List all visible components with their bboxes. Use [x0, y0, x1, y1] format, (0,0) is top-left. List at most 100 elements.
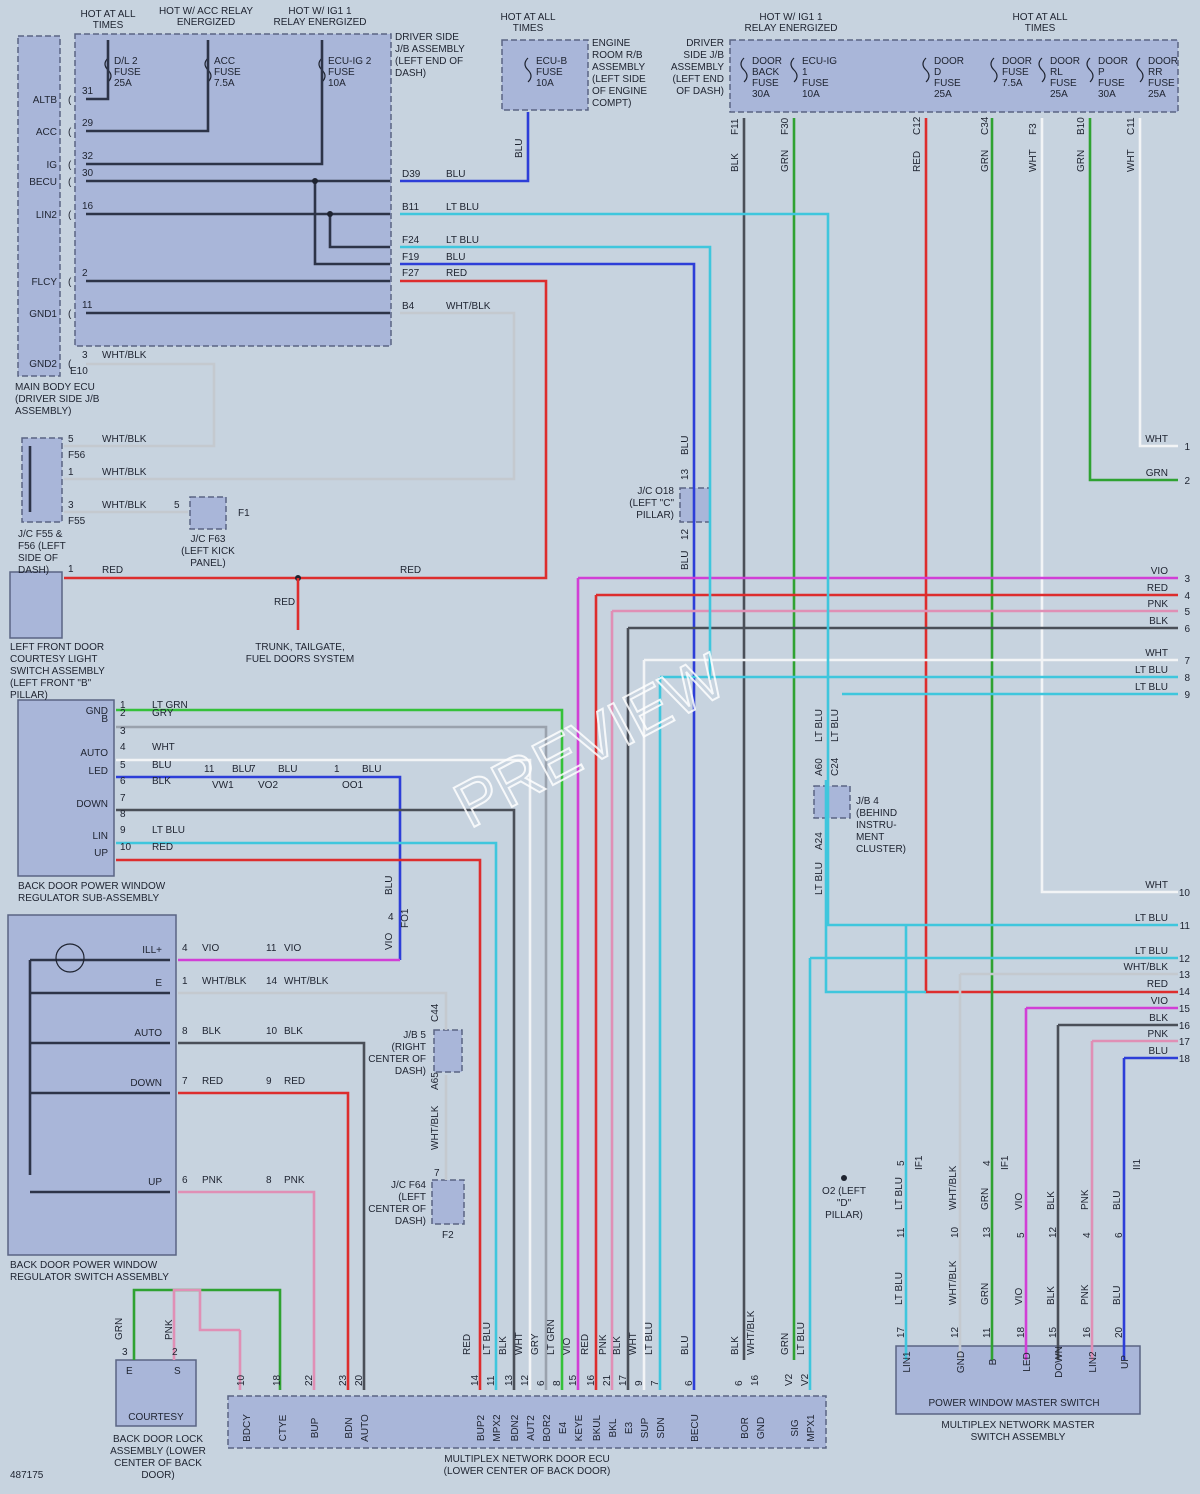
- jb5-bottom: A65: [430, 1072, 441, 1090]
- driver-jb-term-wire: LT BLU: [446, 202, 479, 213]
- door-ecu-pin-name: AUTO: [360, 1414, 371, 1442]
- door-ecu-pin-num: 20: [354, 1374, 365, 1386]
- motor-led-up-wire: BLU: [384, 876, 395, 895]
- right-pin-wire: PNK: [1147, 599, 1168, 610]
- driver-jb-fuse: ECU-IG 2: [328, 56, 372, 67]
- header-hot-acc: ENERGIZED: [177, 17, 235, 28]
- master-pin-wire-upper: WHT/BLK: [948, 1165, 959, 1210]
- motor-pin-num: 3: [120, 726, 126, 737]
- driver-jb2-fuse: FUSE: [1098, 78, 1125, 89]
- jc-f63-label: PANEL): [190, 558, 225, 569]
- door-ecu-wire-label: RED: [462, 1334, 473, 1355]
- driver-jb2-fuse: ECU-IG: [802, 56, 837, 67]
- o18-label: J/C O18: [637, 486, 674, 497]
- master-pin-wire: PNK: [1080, 1284, 1091, 1305]
- right-pin-wire: GRN: [1146, 468, 1168, 479]
- driver-jb-term-wire: BLU: [446, 169, 465, 180]
- main-body-ecu-box: [17, 35, 61, 377]
- master-switch-label: MULTIPLEX NETWORK MASTER: [941, 1420, 1094, 1431]
- right-pin-wire: BLK: [1149, 1013, 1168, 1024]
- door-ecu-pin-name: BDCY: [242, 1414, 253, 1442]
- jc-f55-connector: F55: [68, 516, 86, 527]
- door-ecu-pin-num: 14: [470, 1374, 481, 1386]
- driver-jb-term-wire: LT BLU: [446, 235, 479, 246]
- driver-jb2-fuse: 25A: [1148, 89, 1166, 100]
- door-ecu-pin-num: 6: [684, 1380, 695, 1386]
- main-body-ecu-label: MAIN BODY ECU: [15, 382, 95, 393]
- driver-jb2-term: F30: [780, 117, 791, 135]
- reg-switch-to-wire: VIO: [284, 943, 301, 954]
- pin-connector-mark: (: [68, 359, 72, 370]
- motor-led-conn-id: OO1: [342, 780, 364, 791]
- reg-switch-to-wire: PNK: [284, 1175, 305, 1186]
- driver-jb2-fuse: DOOR: [1050, 56, 1080, 67]
- door-ecu-pin-name: BUP: [310, 1417, 321, 1438]
- right-pin-wire: RED: [1147, 583, 1168, 594]
- internal-line-f19: [313, 181, 390, 266]
- engine-room-label: OF ENGINE: [592, 86, 647, 97]
- driver-jb2-wire: GRN: [980, 150, 991, 172]
- motor-label: REGULATOR SUB-ASSEMBLY: [18, 893, 159, 904]
- driver-jb2-fuse: DOOR: [752, 56, 782, 67]
- jc-f55-wire: WHT/BLK: [102, 467, 147, 478]
- right-pin-wire: WHT: [1145, 648, 1168, 659]
- master-pin-conn: II1: [1132, 1158, 1143, 1170]
- engine-room-label: ROOM R/B: [592, 50, 643, 61]
- engine-room-fuse: 10A: [536, 78, 554, 89]
- jc-f56-connector: F56: [68, 450, 86, 461]
- motor-led-conn-wire: BLU: [278, 764, 297, 775]
- pin-connector-mark: (: [68, 210, 72, 221]
- door-ecu-pin-num: 16: [750, 1374, 761, 1386]
- door-ecu-pin-name: SUP: [640, 1417, 651, 1438]
- fuse-symbol: [740, 57, 748, 83]
- driver-jb-fuse: ACC: [214, 56, 235, 67]
- right-pin-number: 1: [1184, 442, 1190, 453]
- fuse-symbol: [1136, 57, 1144, 83]
- courtesy-switch-label: LEFT FRONT DOOR: [10, 642, 104, 653]
- jb5-label: DASH): [395, 1066, 426, 1077]
- back-lock-inner: COURTESY: [128, 1412, 184, 1423]
- header-hot-at-all-times-3: TIMES: [1025, 23, 1056, 34]
- wire-door-rr-wht: [1138, 118, 1178, 448]
- jb5-label: CENTER OF: [368, 1054, 426, 1065]
- door-ecu-pin-name: MPX1: [806, 1414, 817, 1442]
- jb5-wire: WHT/BLK: [430, 1105, 441, 1150]
- door-ecu-wire-label: RED: [580, 1334, 591, 1355]
- driver-jb-term-wire: WHT/BLK: [446, 301, 491, 312]
- master-pin-num: 17: [896, 1326, 907, 1338]
- driver-jb2-label: (LEFT END: [673, 74, 725, 85]
- jb5-box: [433, 1029, 463, 1073]
- door-ecu-pin-name: CTYE: [278, 1414, 289, 1441]
- driver-jb2-wire: RED: [912, 151, 923, 172]
- engine-room-label: COMPT): [592, 98, 631, 109]
- jc-f63-label: J/C F63: [190, 534, 225, 545]
- reg-switch-to-pin: 14: [266, 976, 278, 987]
- door-ecu-wire-label: WHT: [628, 1332, 639, 1355]
- door-ecu-pin-name: SDN: [656, 1417, 667, 1438]
- jb4-label: MENT: [856, 832, 884, 843]
- wire-b11-ltblu: [400, 212, 1178, 927]
- reg-switch-to-pin: 9: [266, 1076, 272, 1087]
- right-pin-number: 12: [1179, 954, 1191, 965]
- fuse-symbol: [990, 57, 998, 83]
- master-pin-mid: 10: [950, 1226, 961, 1238]
- courtesy-switch-label: SWITCH ASSEMBLY: [10, 666, 105, 677]
- courtesy-switch-label: (LEFT FRONT "B": [10, 678, 92, 689]
- main-ecu-pin-name: FLCY: [31, 277, 57, 288]
- right-pin-number: 18: [1179, 1054, 1191, 1065]
- wire-jb4-ltblu: [824, 780, 926, 994]
- motor-led-conn-id: VW1: [212, 780, 234, 791]
- main-ecu-pin-name: ALTB: [33, 95, 58, 106]
- engine-room-fuse: FUSE: [536, 67, 563, 78]
- right-pin-number: 13: [1179, 970, 1191, 981]
- door-ecu-pin-num: 15: [568, 1374, 579, 1386]
- header-hot-acc: HOT W/ ACC RELAY: [159, 6, 253, 17]
- main-ecu-pin-name: ACC: [36, 127, 57, 138]
- courtesy-switch-box: [9, 571, 63, 639]
- door-ecu-wire-label: VIO: [562, 1338, 573, 1355]
- door-ecu-wire-label: LT BLU: [796, 1322, 807, 1355]
- wire-door-rl-wht: [1040, 118, 1178, 894]
- door-ecu-pin-name: KEYE: [574, 1414, 585, 1441]
- reg-switch-label: REGULATOR SWITCH ASSEMBLY: [10, 1272, 169, 1283]
- master-pin-num: 20: [1114, 1326, 1125, 1338]
